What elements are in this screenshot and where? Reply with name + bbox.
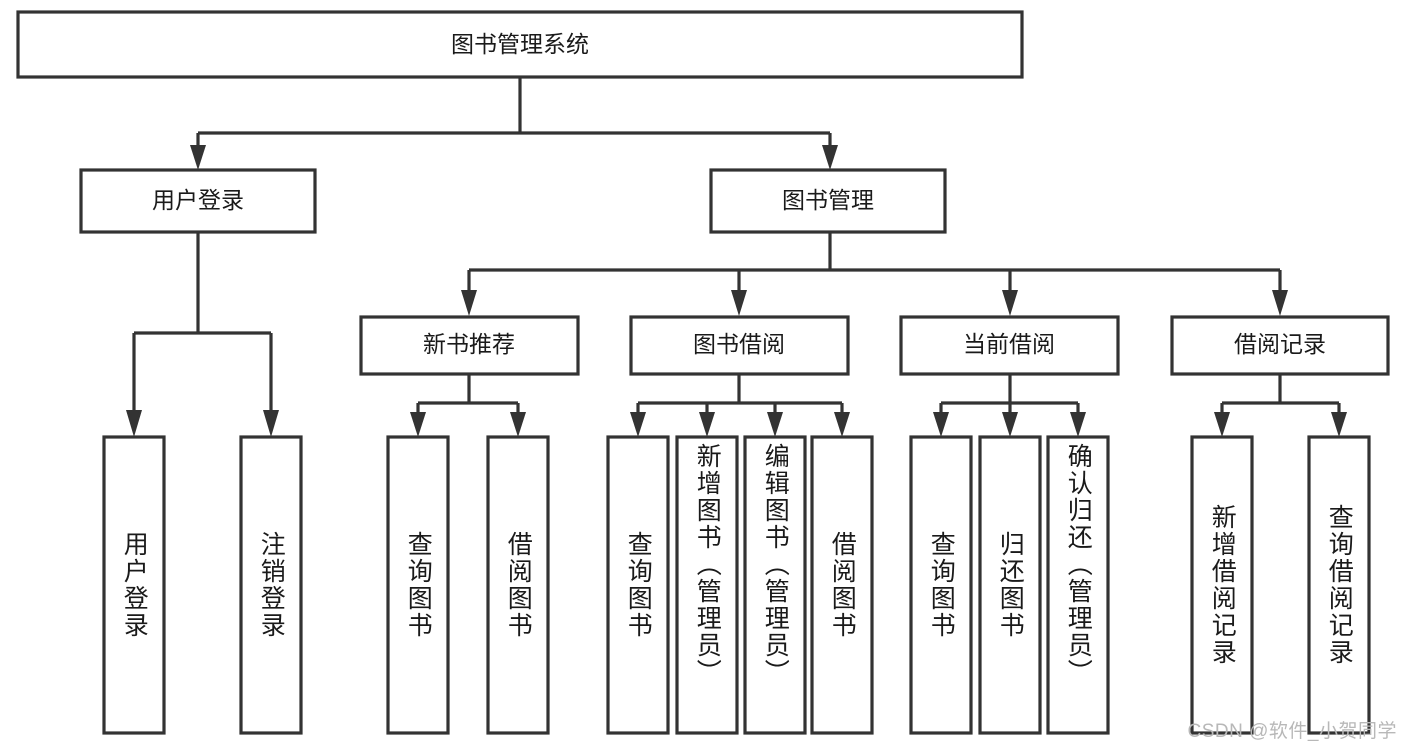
node-book-management[interactable]: 图书管理 (709, 168, 947, 234)
node-new-book-recommend-label: 新书推荐 (423, 331, 515, 357)
leaf-node-current-borrow-3[interactable] (1046, 435, 1110, 735)
leaf-node-book-borrow-3[interactable] (743, 435, 807, 735)
connector-currentborrow-to-leaves (933, 374, 1086, 437)
leaf-node-book-borrow-2[interactable] (675, 435, 739, 735)
connector-root-to-level2 (190, 77, 838, 170)
leaf-node-current-borrow-2[interactable] (978, 435, 1042, 735)
node-user-login-label: 用户登录 (152, 187, 244, 213)
node-book-management-label: 图书管理 (782, 187, 874, 213)
node-root-label: 图书管理系统 (451, 31, 589, 57)
connector-userlogin-to-leaves (126, 232, 279, 437)
node-root[interactable]: 图书管理系统 (16, 10, 1024, 79)
csdn-watermark: CSDN @软件_小贺同学 (1187, 721, 1397, 742)
connector-newbook-to-leaves (410, 374, 526, 437)
node-new-book-recommend[interactable]: 新书推荐 (359, 315, 580, 376)
leaf-node-borrow-record-1[interactable] (1190, 435, 1254, 735)
node-borrow-record[interactable]: 借阅记录 (1170, 315, 1390, 376)
node-borrow-record-label: 借阅记录 (1234, 331, 1326, 357)
leaf-node-user-login-2[interactable] (239, 435, 303, 735)
leaf-node-new-book-1[interactable] (386, 435, 450, 735)
node-current-borrow-label: 当前借阅 (963, 331, 1055, 357)
leaf-node-new-book-2[interactable] (486, 435, 550, 735)
connector-bookmgmt-to-level3 (461, 232, 1288, 316)
leaf-node-book-borrow-4[interactable] (810, 435, 874, 735)
leaf-node-user-login-1[interactable] (102, 435, 166, 735)
leaf-node-book-borrow-1[interactable] (606, 435, 670, 735)
node-book-borrow-label: 图书借阅 (693, 331, 785, 357)
connector-bookborrow-to-leaves (630, 374, 850, 437)
leaf-node-borrow-record-2[interactable] (1307, 435, 1371, 735)
leaf-node-current-borrow-1[interactable] (909, 435, 973, 735)
node-user-login[interactable]: 用户登录 (79, 168, 317, 234)
node-book-borrow[interactable]: 图书借阅 (629, 315, 850, 376)
connector-borrowrecord-to-leaves (1214, 374, 1347, 437)
node-current-borrow[interactable]: 当前借阅 (899, 315, 1120, 376)
